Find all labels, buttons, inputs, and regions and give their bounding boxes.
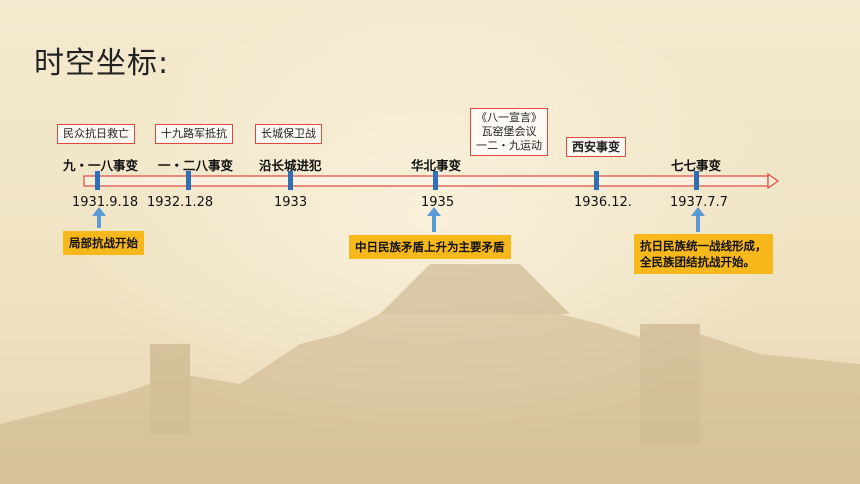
tag-box: 十九路军抵抗 bbox=[155, 124, 233, 144]
year-label: 1933 bbox=[274, 195, 308, 210]
year-label: 1931.9.18 bbox=[72, 195, 139, 210]
arrow-up-icon bbox=[92, 207, 106, 228]
tag-box: 民众抗日救亡 bbox=[57, 124, 135, 144]
page-title: 时空坐标: bbox=[34, 46, 170, 81]
tag-box: 长城保卫战 bbox=[255, 124, 322, 144]
arrow-up-icon bbox=[427, 207, 441, 232]
event-label: 一・二八事变 bbox=[158, 158, 234, 173]
event-label: 九・一八事变 bbox=[63, 158, 139, 173]
event-label: 华北事变 bbox=[411, 158, 462, 173]
year-label: 1932.1.28 bbox=[147, 195, 214, 210]
year-label: 1936.12. bbox=[574, 195, 632, 210]
timeline-tick bbox=[694, 171, 699, 190]
tag-line: 一二・九运动 bbox=[476, 139, 542, 152]
event-label: 七七事变 bbox=[671, 158, 722, 173]
timeline-tick bbox=[433, 171, 438, 190]
timeline-tick bbox=[186, 171, 191, 190]
year-label: 1935 bbox=[421, 195, 455, 210]
note-box-multiline: 抗日民族统一战线形成， 全民族团结抗战开始。 bbox=[634, 234, 773, 274]
note-line: 抗日民族统一战线形成， bbox=[640, 239, 767, 253]
tag-line: 瓦窑堡会议 bbox=[481, 125, 537, 138]
tag-box-multiline: 《八一宣言》 瓦窑堡会议 一二・九运动 bbox=[470, 108, 548, 156]
year-label: 1937.7.7 bbox=[670, 195, 728, 210]
axis-arrowhead bbox=[767, 172, 780, 190]
tag-box: 西安事变 bbox=[566, 137, 627, 157]
great-wall-watermark bbox=[0, 264, 860, 484]
arrow-up-icon bbox=[691, 207, 705, 232]
tag-line: 《八一宣言》 bbox=[476, 111, 542, 124]
event-label: 沿长城进犯 bbox=[259, 158, 322, 173]
timeline-tick bbox=[594, 171, 599, 190]
timeline-tick bbox=[95, 171, 100, 190]
timeline-tick bbox=[288, 171, 293, 190]
note-box: 中日民族矛盾上升为主要矛盾 bbox=[349, 235, 511, 259]
note-box: 局部抗战开始 bbox=[63, 231, 144, 255]
note-line: 全民族团结抗战开始。 bbox=[640, 255, 755, 269]
